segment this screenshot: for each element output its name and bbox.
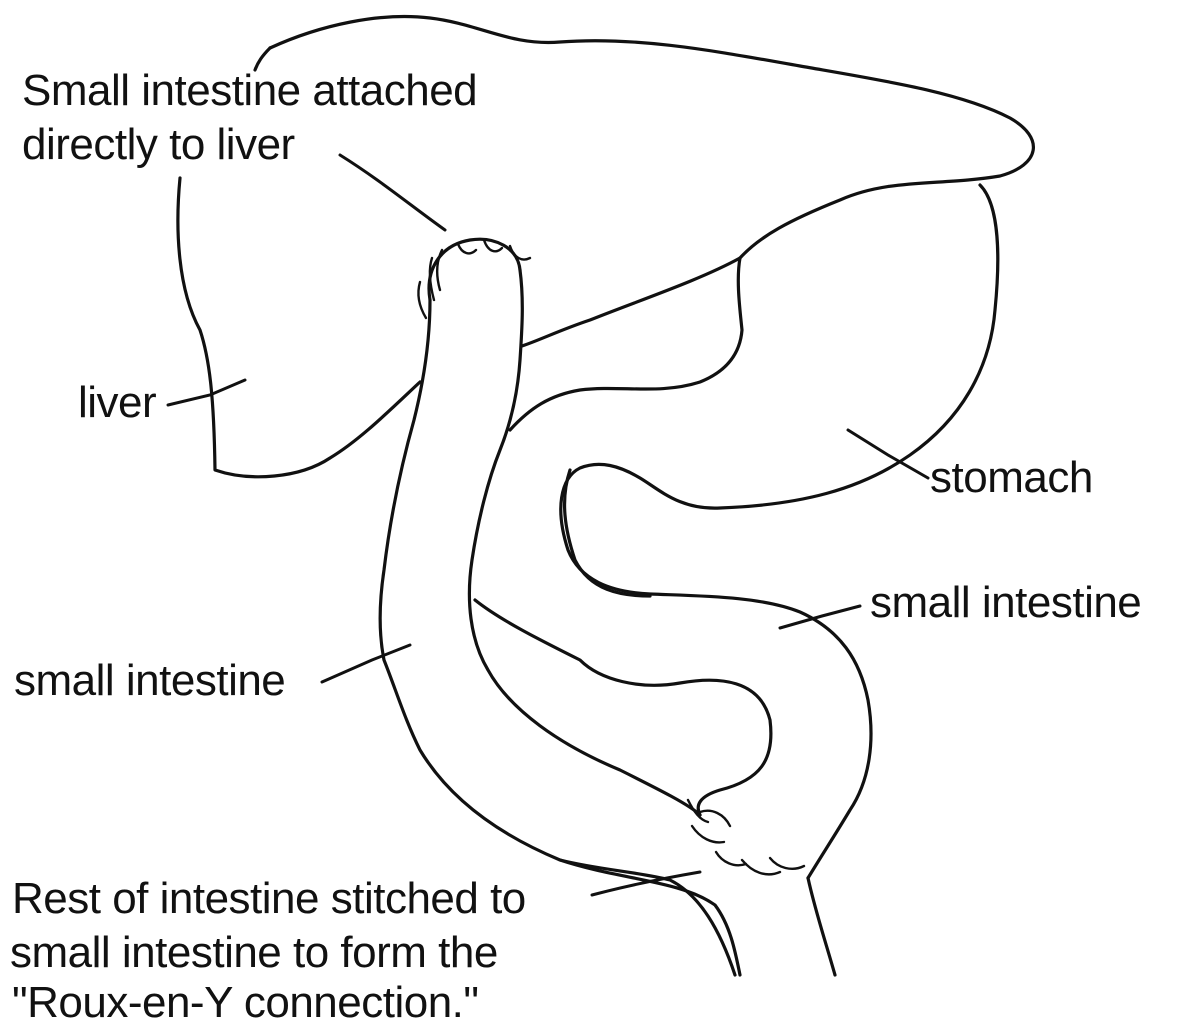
leader-small-intestine-left [322,645,410,682]
distal-intestine-left [560,860,735,975]
liver-left-lobe [178,178,420,477]
leader-stomach [848,430,928,478]
stomach-inner-curve [510,258,742,430]
label-attached-line1: Small intestine attached [22,68,477,114]
leader-attached [340,155,445,230]
label-small-intestine-left: small intestine [14,658,285,704]
distal-intestine-right [808,878,835,975]
label-small-intestine-right: small intestine [870,580,1141,626]
label-attached-line2: directly to liver [22,122,295,168]
roux-en-y-anastomosis-stitches [688,800,804,874]
label-rest-line3: "Roux-en-Y connection." [12,980,479,1026]
roux-limb-right [469,270,700,815]
label-rest-line2: small intestine to form the [10,930,498,976]
label-rest-line1: Rest of intestine stitched to [12,876,526,922]
leader-liver [168,380,245,405]
roux-limb-top-loop [429,239,520,300]
intestine-loop-outer [565,470,650,596]
hepatic-anastomosis-stitches [418,240,530,318]
label-liver: liver [78,380,156,426]
label-stomach: stomach [930,455,1093,501]
